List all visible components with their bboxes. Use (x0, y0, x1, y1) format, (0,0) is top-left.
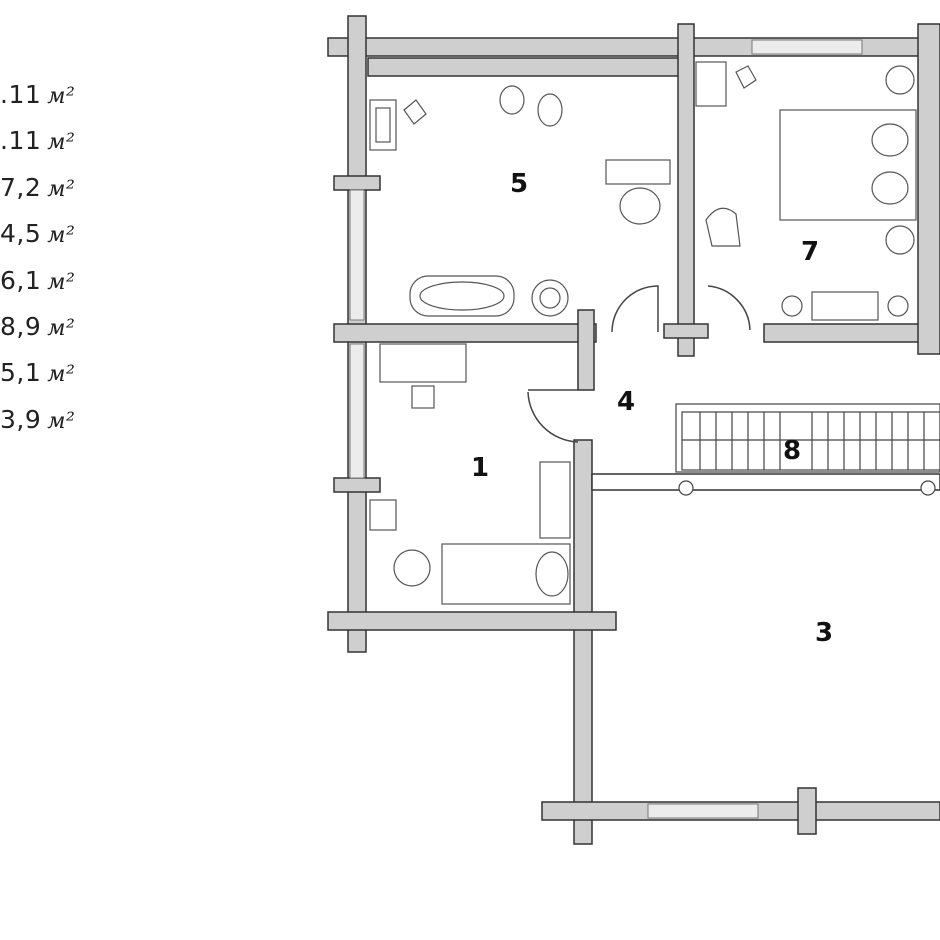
bidet (537, 93, 563, 127)
window (349, 343, 365, 479)
armchair (393, 549, 431, 587)
room-label-1: 1 (471, 453, 489, 483)
wall-5-7 (677, 23, 695, 357)
wall-1-3 (573, 439, 593, 845)
wardrobe (539, 461, 571, 539)
door-arc (527, 391, 579, 443)
wall-stub (663, 323, 709, 339)
sink (619, 187, 661, 225)
stair-treads (682, 412, 940, 470)
desk (695, 61, 727, 107)
room-label-7: 7 (801, 237, 819, 267)
wall-stub (333, 477, 381, 493)
vanity (605, 159, 671, 185)
chair (403, 99, 427, 125)
pillow (535, 551, 569, 597)
room-label-8: 8 (783, 436, 801, 466)
chair (411, 385, 435, 409)
window (751, 39, 863, 55)
toilet (499, 85, 525, 115)
pillow (871, 123, 909, 157)
window (647, 803, 759, 819)
nightstand (885, 225, 915, 255)
shower-head (539, 287, 561, 309)
bedroom-7-furniture (695, 61, 917, 321)
stair-landing-wall (591, 473, 940, 491)
cabinet-door (375, 107, 391, 143)
wall-stub (333, 175, 381, 191)
bathtub-inner (419, 281, 505, 311)
stool (781, 295, 803, 317)
wall-stub (797, 787, 817, 835)
wall-right (917, 23, 940, 355)
bathroom-fixtures (369, 85, 671, 317)
wall-7-bottom (763, 323, 940, 343)
wall-mid-h (333, 323, 597, 343)
armchair (705, 207, 741, 247)
pillow (871, 171, 909, 205)
room-label-3: 3 (815, 618, 833, 648)
wall-1-bottom (327, 611, 617, 631)
chair (735, 65, 757, 89)
door-arc (707, 285, 751, 331)
shelf (369, 499, 397, 531)
stair-outline (675, 403, 940, 473)
stair (594, 403, 940, 496)
room-label-5: 5 (510, 169, 528, 199)
wall-top-inner (367, 57, 681, 77)
stool (887, 295, 909, 317)
wall-stub-v (577, 309, 595, 391)
nightstand (885, 65, 915, 95)
stair-post (678, 480, 694, 496)
room-1-furniture (369, 343, 571, 605)
desk (379, 343, 467, 383)
window (349, 189, 365, 321)
stair-post (920, 480, 936, 496)
room-label-4: 4 (617, 387, 635, 417)
stair-inner (681, 411, 940, 471)
windows (349, 39, 863, 819)
doors (527, 285, 751, 443)
dresser (811, 291, 879, 321)
door-arc (611, 285, 659, 333)
